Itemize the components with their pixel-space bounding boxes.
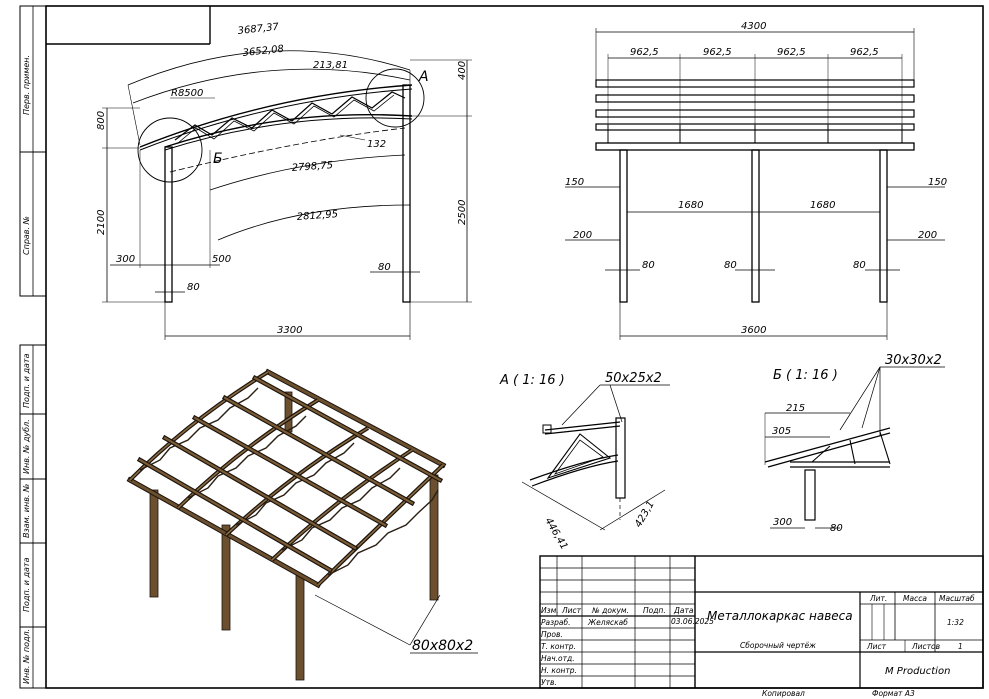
side-stamp-label: Подп. и дата	[22, 353, 31, 408]
iso-profile-label: 80x80x2	[412, 638, 473, 654]
tb-row-label: Нач.отд.	[541, 654, 575, 663]
dim-label: 215	[786, 403, 805, 414]
tb-row-label: Н. контр.	[541, 666, 577, 675]
dim-label: 80	[830, 523, 843, 534]
tb-header-label: Лит.	[869, 594, 887, 603]
dim-label: 80	[187, 282, 200, 293]
side-stamp-label: Инв. № подл.	[22, 629, 31, 684]
side-stamp-label: Подп. и дата	[22, 557, 31, 612]
detail-b-profile: 30x30x2	[885, 353, 942, 368]
dim-label: 3652,08	[242, 44, 284, 59]
dim-label: 962,5	[703, 47, 732, 58]
dim-label: R8500	[171, 88, 203, 99]
tb-copied: Копировал	[762, 689, 805, 698]
tb-col-header: Дата	[673, 606, 694, 615]
tb-scale: 1:32	[947, 618, 964, 627]
tb-sheet-label: Лист	[866, 642, 887, 651]
side-stamp-label: Взам. инв. №	[22, 484, 31, 538]
dim-label: 300	[116, 254, 135, 265]
dim-label: 400	[457, 61, 468, 80]
drawing-frame	[45, 5, 984, 689]
detail-marker-a: А	[418, 69, 429, 85]
tb-header-label: Масштаб	[939, 594, 975, 603]
dim-label: 800	[96, 111, 107, 130]
tb-row-label: Пров.	[541, 630, 563, 639]
side-stamp-label: Инв. № дубл.	[22, 419, 31, 474]
dim-label: 300	[773, 517, 792, 528]
detail-b-title: Б ( 1: 16 )	[773, 368, 838, 383]
dim-label: 3687,37	[237, 22, 280, 37]
dim-label: 4300	[741, 21, 766, 32]
dim-label: 132	[367, 139, 386, 150]
detail-a-title: А ( 1: 16 )	[499, 373, 565, 388]
dim-label: 423,1	[633, 499, 657, 529]
dim-label: 150	[565, 177, 584, 188]
side-stamp: Перв. примен. Справ. № Подп. и дата Инв.…	[19, 5, 47, 689]
dim-label: 962,5	[777, 47, 806, 58]
tb-header-label: Масса	[903, 594, 927, 603]
tb-drawing-name: Металлокаркас навеса	[707, 609, 853, 623]
side-view: 3687,37 3652,08 213,81 R8500 800 132 279…	[96, 22, 472, 340]
front-view: 4300 962,5 962,5 962,5 962,5 150 150 168…	[565, 21, 947, 340]
dim-label: 80	[724, 260, 737, 271]
tb-developer: Желяскаб	[587, 618, 628, 627]
dim-label: 1680	[678, 200, 703, 211]
tb-sheets: 1	[958, 642, 963, 651]
isometric-view: 80x80x2	[126, 368, 478, 681]
side-stamp-label: Перв. примен.	[22, 55, 31, 115]
dim-label: 80	[378, 262, 391, 273]
dim-label: 446,41	[542, 516, 569, 552]
dim-label: 213,81	[313, 60, 348, 71]
detail-a-profile: 50x25x2	[605, 371, 662, 386]
detail-a: А ( 1: 16 ) 50x25x2 446,41 423,1	[499, 371, 670, 552]
tb-organization: M Production	[885, 666, 950, 677]
tb-col-header: Лист	[561, 606, 582, 615]
tb-col-header: № докум.	[591, 606, 629, 615]
dim-label: 80	[642, 260, 655, 271]
title-block: Изм. Лист № докум. Подп. Дата Разраб. Пр…	[539, 555, 984, 698]
dim-label: 2798,75	[291, 160, 333, 174]
tb-col-header: Подп.	[643, 606, 666, 615]
tb-col-header: Изм.	[541, 606, 559, 615]
dim-label: 962,5	[850, 47, 879, 58]
dim-label: 2500	[457, 200, 468, 225]
dim-label: 2100	[96, 210, 107, 235]
dim-label: 305	[772, 426, 791, 437]
dim-label: 3600	[741, 325, 766, 336]
tb-row-label: Утв.	[541, 678, 557, 687]
tb-sheet-label: Листов	[911, 642, 940, 651]
tb-row-label: Т. контр.	[541, 642, 576, 651]
dim-label: 2812,95	[296, 209, 338, 223]
dim-label: 3300	[277, 325, 302, 336]
tb-doc-type: Сборочный чертёж	[740, 641, 816, 650]
side-stamp-label: Справ. №	[22, 216, 31, 255]
dim-label: 200	[573, 230, 592, 241]
dim-label: 500	[212, 254, 231, 265]
tb-date: 03.06.2025	[671, 617, 714, 626]
dim-label: 200	[918, 230, 937, 241]
detail-b: Б ( 1: 16 ) 30x30x2 215 305 300 80	[764, 353, 945, 534]
dim-label: 962,5	[630, 47, 659, 58]
dim-label: 1680	[810, 200, 835, 211]
detail-marker-b: Б	[213, 151, 223, 167]
dim-label: 150	[928, 177, 947, 188]
tb-row-label: Разраб.	[541, 618, 570, 627]
tb-format: Формат А3	[872, 689, 915, 698]
dim-label: 80	[853, 260, 866, 271]
